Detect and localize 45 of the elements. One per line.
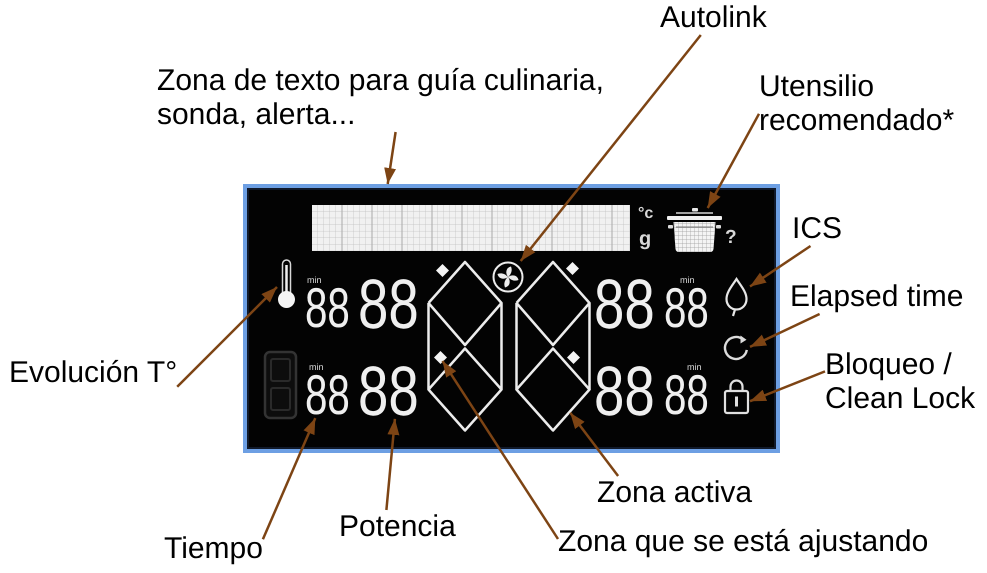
digit-readout: 88 <box>358 362 418 419</box>
leader-line <box>384 132 397 184</box>
drop-icon <box>723 277 750 317</box>
leader-line <box>749 244 812 288</box>
callout-label: Elapsed time <box>790 280 964 314</box>
callout-label: Evolución T° <box>9 356 178 390</box>
lock-icon <box>723 377 750 415</box>
leader-line <box>520 34 702 262</box>
callout-label: Zona activa <box>597 476 752 510</box>
selection-marker-icon <box>434 350 446 364</box>
leader-line <box>750 370 826 402</box>
callout-label: Potencia <box>339 510 456 544</box>
display-panel <box>243 184 780 453</box>
callout-label: Autolink <box>660 1 767 35</box>
digit-readout: 88 <box>305 373 350 418</box>
digit-readout: 88 <box>664 373 710 418</box>
unit-label: min <box>307 276 322 285</box>
leader-line <box>441 360 560 540</box>
unit-label: g <box>639 229 652 249</box>
callout-label: Utensilio recomendado* <box>759 70 963 138</box>
unit-label: min <box>309 363 324 372</box>
digit-readout: 88 <box>358 276 418 332</box>
digit-readout: 88 <box>305 286 350 332</box>
cooking-zone-diamond <box>515 347 591 432</box>
callout-label: Zona que se está ajustando <box>558 525 928 559</box>
digit-readout: 88 <box>664 286 710 332</box>
leader-line <box>262 418 316 540</box>
callout-label: Tiempo <box>164 532 263 566</box>
leader-line <box>706 113 760 209</box>
question-mark: ? <box>725 228 737 247</box>
callout-label: Bloqueo / Clean Lock <box>825 348 983 416</box>
unit-label: min <box>680 276 695 285</box>
unit-label: min <box>687 363 702 372</box>
callout-label: ICS <box>792 212 842 246</box>
thermometer-icon <box>277 259 296 309</box>
unit-label: °c <box>638 206 654 222</box>
leader-line <box>569 412 620 477</box>
leader-line <box>749 312 820 348</box>
callout-label: Zona de texto para guía culinaria, sonda, alerta... <box>157 64 619 132</box>
fan-icon <box>492 261 524 293</box>
digit-readout: 88 <box>594 362 654 419</box>
leader-line <box>176 286 278 388</box>
cooking-pot-icon <box>667 208 722 252</box>
digit-readout: 88 <box>594 276 654 332</box>
leader-line <box>385 418 400 510</box>
